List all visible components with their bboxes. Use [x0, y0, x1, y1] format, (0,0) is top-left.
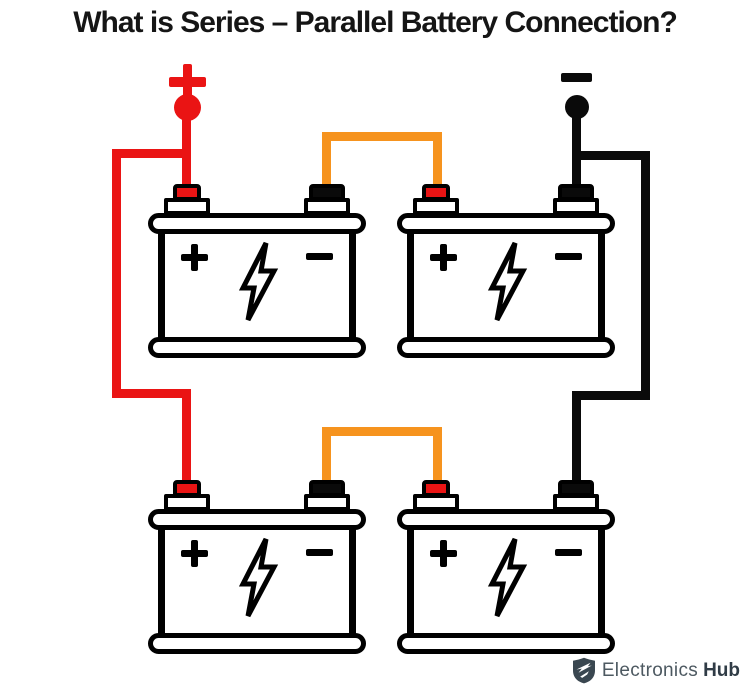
lightning-bolt-icon	[238, 241, 279, 322]
orange-wire-segment	[322, 427, 331, 485]
lightning-bolt-icon	[487, 241, 528, 322]
plus-icon	[181, 540, 208, 567]
plus-icon	[430, 244, 457, 271]
battery-body	[407, 231, 605, 341]
positive-terminal-cap	[422, 184, 450, 201]
minus-icon	[306, 549, 333, 556]
shield-bolt-icon	[572, 657, 595, 684]
orange-wire-segment	[433, 427, 442, 485]
battery-bottom-left	[148, 480, 366, 656]
battery-top-rail	[397, 509, 615, 530]
battery-bottom-rail	[397, 337, 615, 358]
negative-terminal-cap	[309, 480, 345, 497]
page-title: What is Series – Parallel Battery Connec…	[73, 6, 678, 39]
orange-wire-segment	[433, 132, 442, 190]
logo-text-regular: Electronics	[601, 659, 699, 681]
red-wire-segment	[112, 389, 191, 398]
battery-bottom-rail	[148, 633, 366, 654]
pack-positive-node	[174, 94, 201, 121]
orange-wire-segment	[322, 132, 442, 141]
pack-negative-minus-icon	[561, 73, 592, 82]
battery-bottom-right	[397, 480, 615, 656]
negative-terminal-cap	[558, 480, 594, 497]
minus-icon	[555, 549, 582, 556]
positive-terminal-cap	[173, 480, 201, 497]
red-wire-segment	[182, 389, 191, 485]
lightning-bolt-icon	[487, 537, 528, 618]
plus-icon	[181, 244, 208, 271]
pack-positive-plus-icon	[169, 64, 206, 100]
black-wire-segment	[572, 106, 581, 190]
negative-terminal-cap	[309, 184, 345, 201]
black-wire-segment	[641, 151, 650, 400]
battery-top-rail	[148, 509, 366, 530]
battery-top-rail	[397, 213, 615, 234]
red-wire-segment	[112, 149, 191, 158]
battery-body	[158, 527, 356, 637]
battery-bottom-rail	[148, 337, 366, 358]
black-wire-segment	[572, 391, 581, 485]
battery-top-rail	[148, 213, 366, 234]
positive-terminal-cap	[173, 184, 201, 201]
minus-icon	[306, 253, 333, 260]
battery-top-right	[397, 184, 615, 360]
red-wire-segment	[112, 149, 121, 398]
logo-text-bold: Hub	[703, 659, 740, 681]
battery-top-left	[148, 184, 366, 360]
red-wire-segment	[182, 106, 191, 190]
pack-negative-node	[565, 95, 589, 119]
black-wire-segment	[572, 151, 650, 160]
electronics-hub-logo: Electronics Hub	[572, 657, 740, 684]
lightning-bolt-icon	[238, 537, 279, 618]
battery-bottom-rail	[397, 633, 615, 654]
orange-wire-segment	[322, 132, 331, 190]
positive-terminal-cap	[422, 480, 450, 497]
orange-wire-segment	[322, 427, 442, 436]
battery-body	[158, 231, 356, 341]
minus-icon	[555, 253, 582, 260]
black-wire-segment	[572, 391, 650, 400]
plus-icon	[430, 540, 457, 567]
negative-terminal-cap	[558, 184, 594, 201]
battery-body	[407, 527, 605, 637]
